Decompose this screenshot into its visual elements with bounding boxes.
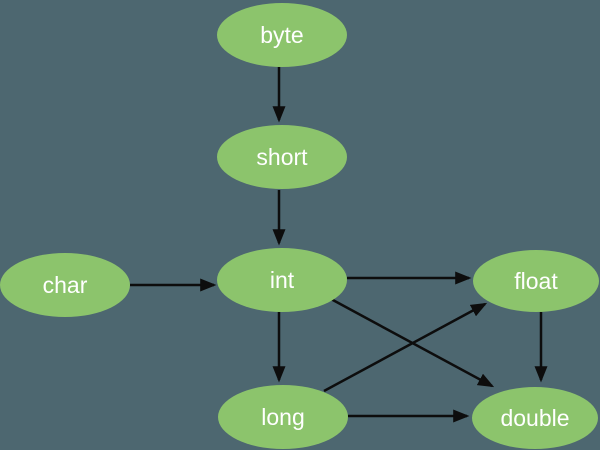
node-float: float xyxy=(473,250,599,312)
node-byte-ellipse xyxy=(217,3,347,67)
node-double: double xyxy=(472,387,598,449)
node-byte-label: byte xyxy=(260,22,303,48)
node-char-label: char xyxy=(43,272,88,298)
edge-layer xyxy=(130,67,548,423)
node-short: short xyxy=(217,125,347,189)
node-char: char xyxy=(0,253,130,317)
node-int-label: int xyxy=(270,267,295,293)
node-long: long xyxy=(218,385,348,449)
node-byte: byte xyxy=(217,3,347,67)
node-float-ellipse xyxy=(473,250,599,312)
node-layer: byte short int char float long double xyxy=(0,3,599,449)
node-float-label: float xyxy=(514,268,558,294)
node-short-label: short xyxy=(256,144,308,170)
node-double-label: double xyxy=(500,405,569,431)
node-long-label: long xyxy=(261,404,304,430)
edge-long-float xyxy=(323,302,488,393)
node-int: int xyxy=(217,248,347,312)
node-short-ellipse xyxy=(217,125,347,189)
node-char-ellipse xyxy=(0,253,130,317)
node-int-ellipse xyxy=(217,248,347,312)
node-long-ellipse xyxy=(218,385,348,449)
node-double-ellipse xyxy=(472,387,598,449)
